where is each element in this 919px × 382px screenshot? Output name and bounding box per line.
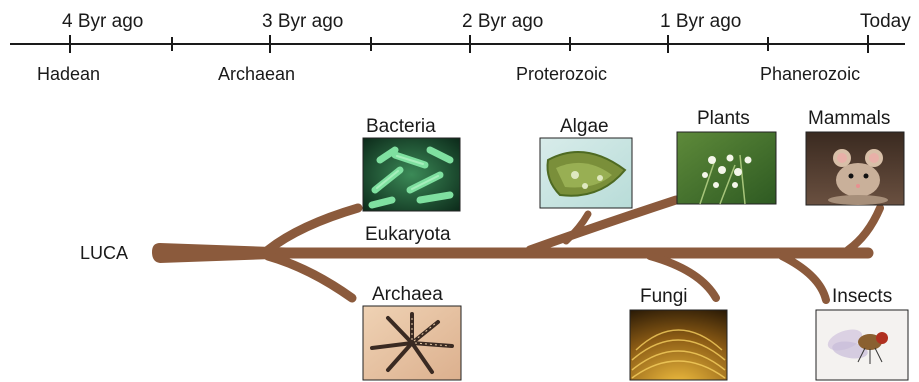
archaea-branch [268,256,352,298]
fungi-label: Fungi [640,286,688,307]
eukaryota-label: Eukaryota [365,224,451,245]
algae-group: Algae [540,116,632,208]
tick-label-3byr: 3 Byr ago [262,11,343,32]
tree-branches [152,200,880,300]
algae-image [540,138,632,208]
plants-group: Plants [677,108,776,204]
insects-branch [782,256,826,300]
plants-label: Plants [697,108,750,129]
plants-image [677,132,776,204]
fungi-image [630,310,727,380]
mammals-label: Mammals [808,108,890,129]
timeline-axis: 4 Byr ago 3 Byr ago 2 Byr ago 1 Byr ago … [10,11,911,84]
insects-image [816,310,908,380]
era-archaean: Archaean [218,64,295,84]
bacteria-label: Bacteria [366,116,436,137]
luca-label: LUCA [80,243,128,263]
tick-label-4byr: 4 Byr ago [62,11,143,32]
era-phanerozoic: Phanerozoic [760,64,860,84]
bacteria-branch [268,208,358,250]
mammals-branch [848,208,880,250]
era-proterozoic: Proterozoic [516,64,607,84]
archaea-group: Archaea [363,284,461,380]
archaea-label: Archaea [372,284,443,305]
insects-label: Insects [832,286,892,307]
era-hadean: Hadean [37,64,100,84]
tick-label-today: Today [860,11,911,32]
bacteria-group: Bacteria [363,116,460,211]
fungi-group: Fungi [630,286,727,380]
mammals-group: Mammals [806,108,904,205]
tick-label-2byr: 2 Byr ago [462,11,543,32]
archaea-image [363,306,461,380]
mammals-image [806,132,904,205]
tick-label-1byr: 1 Byr ago [660,11,741,32]
algae-label: Algae [560,116,609,137]
bacteria-image [363,138,460,211]
